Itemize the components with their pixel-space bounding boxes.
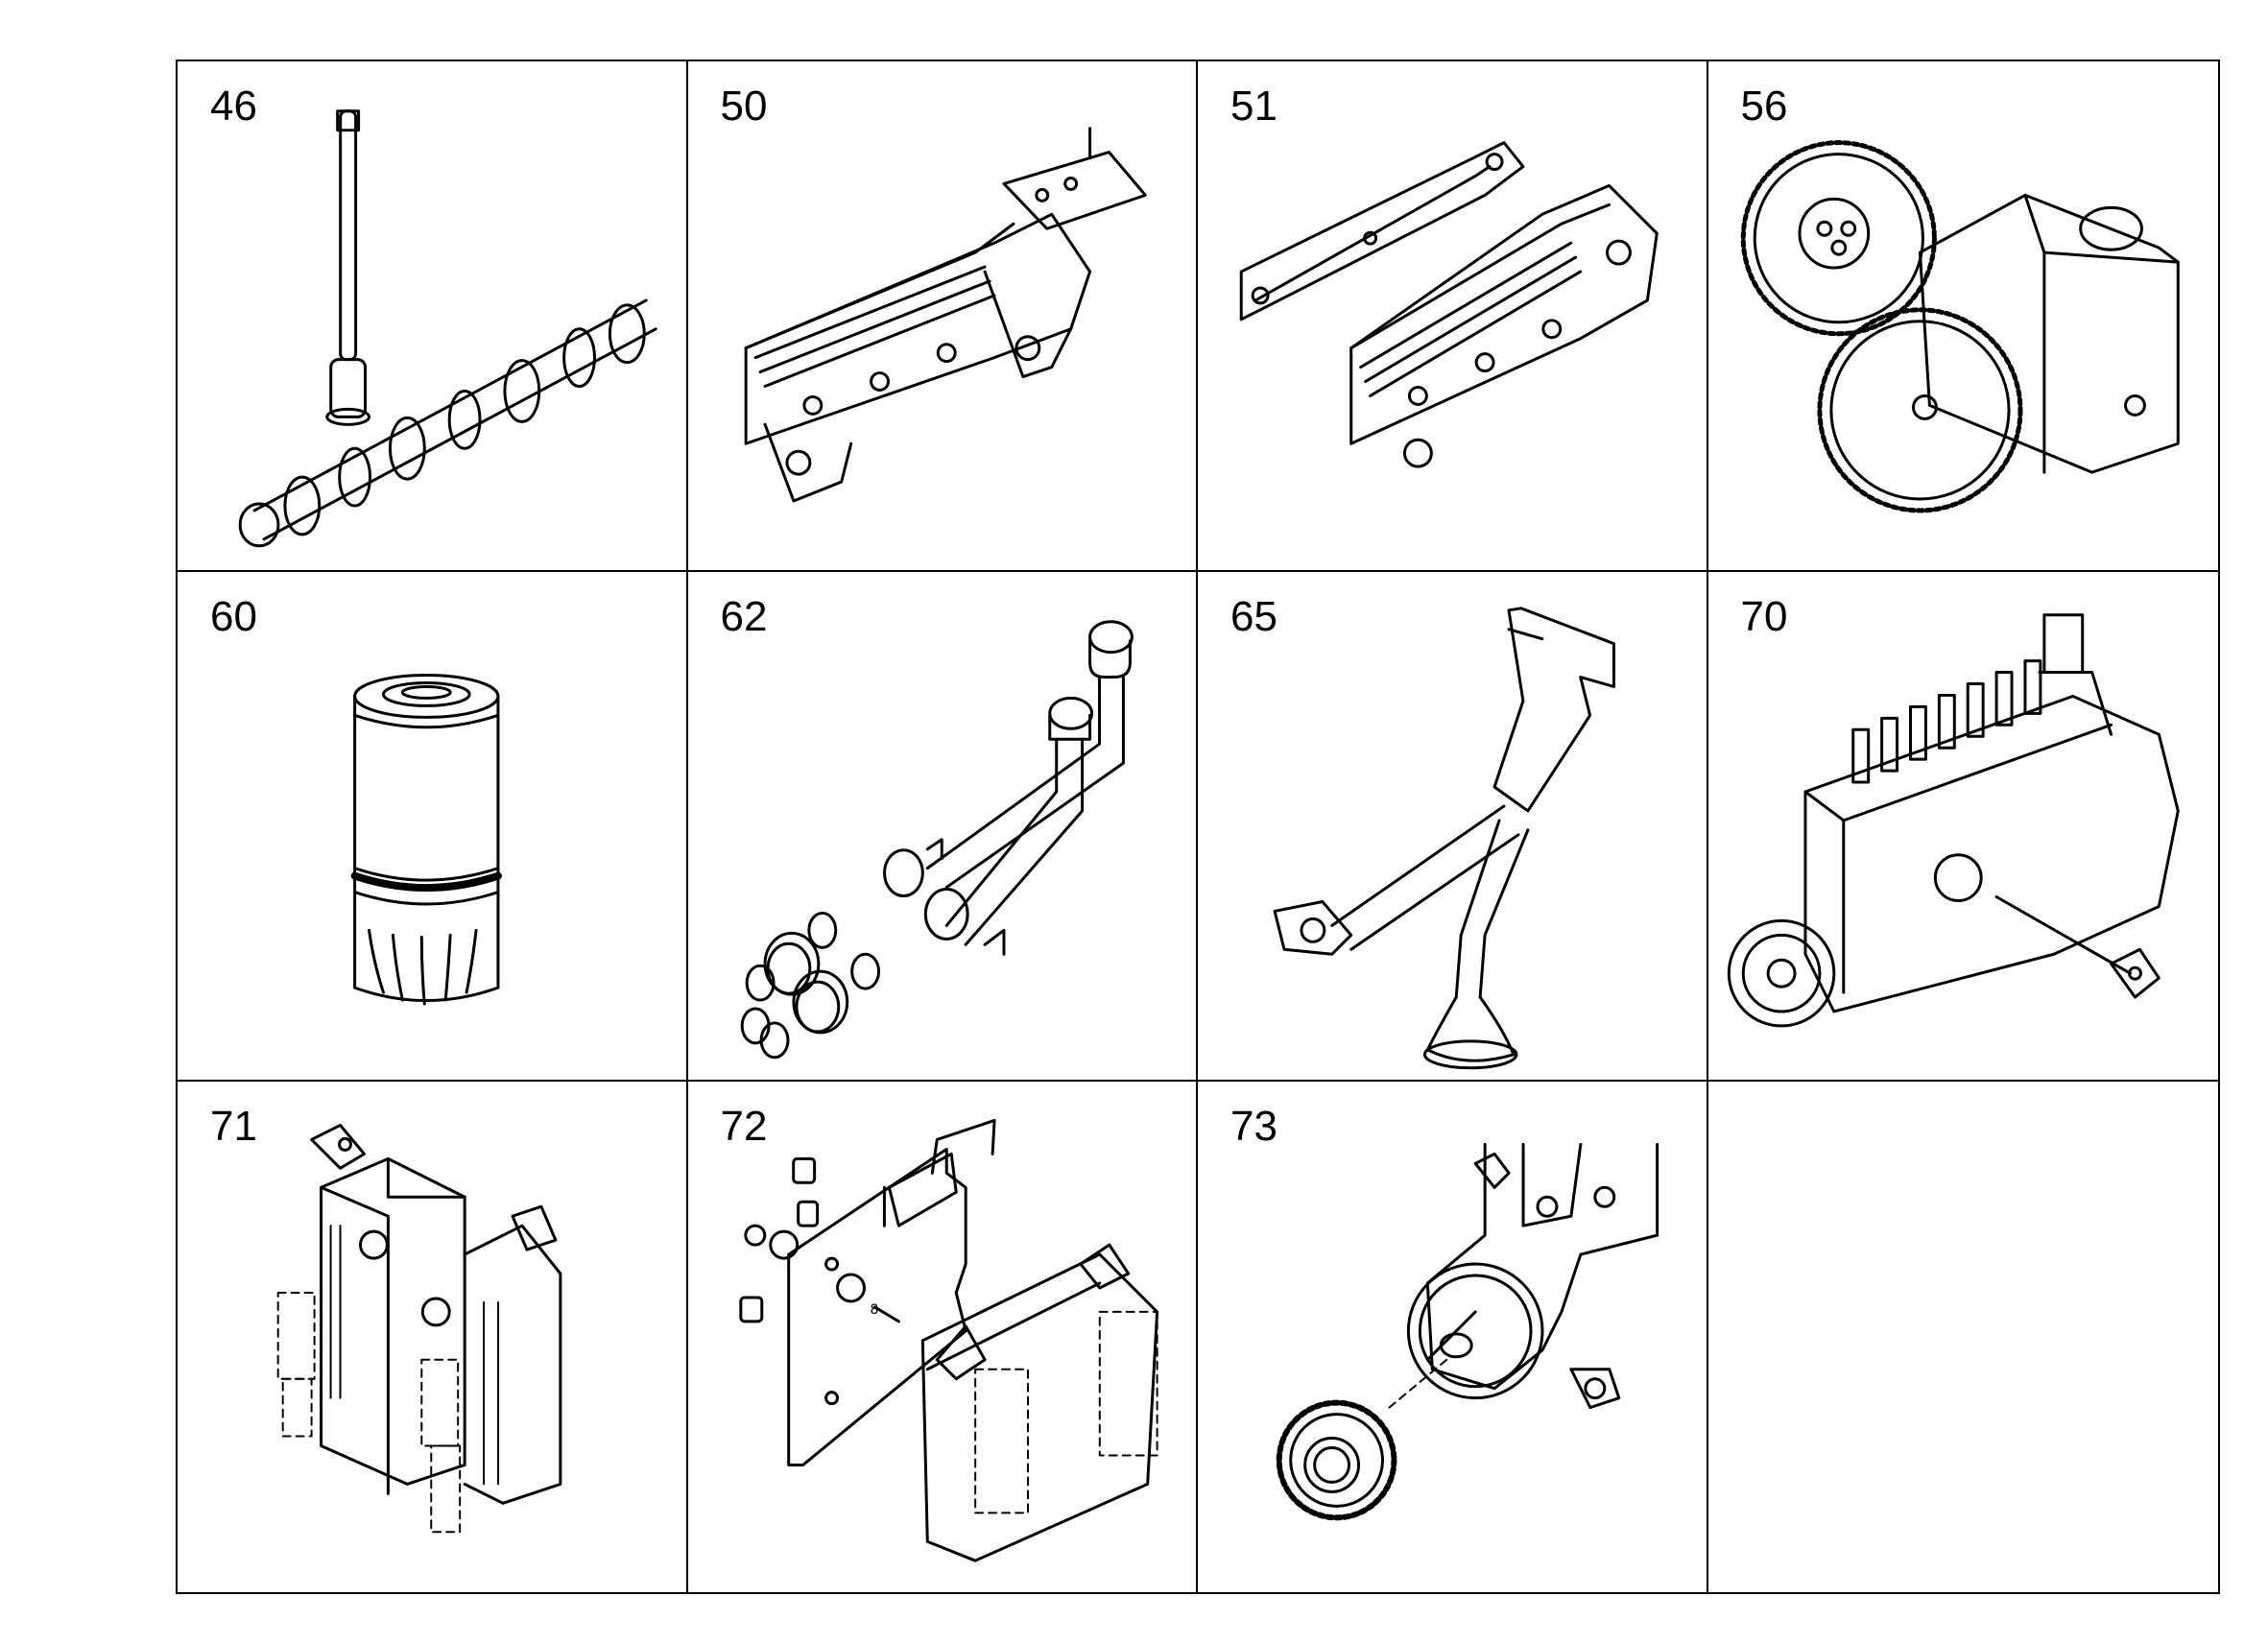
oil-pump-with-gears-icon (1740, 140, 2180, 513)
injection-pump-drive-gear-icon (1276, 1143, 1659, 1521)
bracket-label: 8 (870, 1302, 878, 1318)
part-cell-56[interactable]: 56 (1707, 61, 2218, 572)
part-cell-46[interactable]: 46 (178, 61, 688, 572)
oil-suction-pipe-icon (1273, 606, 1616, 1069)
oil-pipes-with-seals-icon (740, 619, 1134, 1059)
part-number: 73 (1230, 1103, 1277, 1151)
empty-cell (1708, 1082, 2219, 1592)
part-cell-60[interactable]: 60 (178, 571, 688, 1083)
part-cell-65[interactable]: 65 (1198, 571, 1708, 1083)
oil-cooler-with-gasket-icon (1239, 141, 1659, 468)
part-cell-70[interactable]: 70 (1707, 572, 2218, 1083)
part-cell-51[interactable]: 51 (1198, 61, 1708, 572)
ecu-mounting-bracket-icon: 8 (738, 1119, 1158, 1562)
parts-grid: 46 50 (176, 60, 2220, 1594)
camshaft-pushrod-tappet-icon (238, 109, 657, 548)
part-number: 51 (1230, 83, 1277, 130)
part-number: 70 (1740, 592, 1788, 640)
part-number: 62 (720, 592, 768, 640)
oil-cooler-assembly-icon (744, 127, 1147, 503)
injection-pump-icon (1727, 612, 2180, 1028)
part-number: 46 (210, 83, 257, 130)
part-number: 60 (210, 592, 257, 640)
part-number: 72 (720, 1103, 768, 1151)
part-cell-71[interactable]: 71 (178, 1082, 688, 1592)
part-number: 65 (1230, 592, 1277, 640)
part-number: 56 (1740, 83, 1788, 130)
part-number: 50 (720, 83, 768, 130)
part-number: 71 (210, 1103, 257, 1151)
oil-filter-cartridge-icon (350, 673, 502, 1006)
electronic-control-unit-icon (276, 1124, 562, 1534)
part-cell-50[interactable]: 50 (687, 61, 1198, 572)
part-cell-62[interactable]: 62 (687, 571, 1198, 1083)
part-cell-73[interactable]: 73 (1198, 1082, 1708, 1592)
part-cell-72[interactable]: 72 8 (688, 1082, 1198, 1592)
